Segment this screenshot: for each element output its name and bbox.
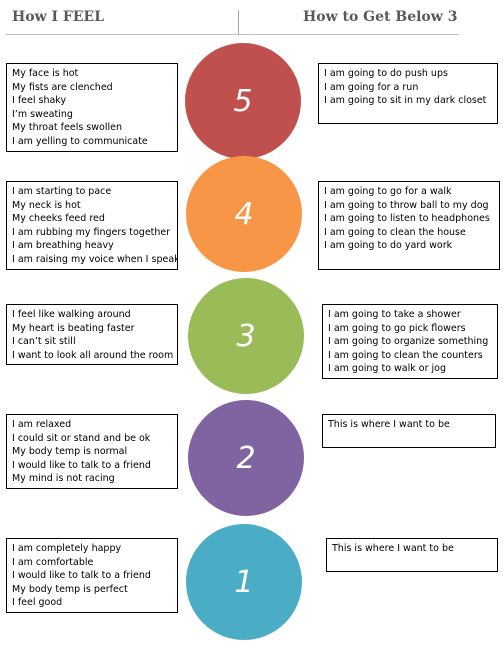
action-line: I am going to do yard work (324, 240, 453, 252)
actions-box-1: This is where I want to be (326, 538, 498, 572)
feeling-line: I am breathing heavy (12, 240, 114, 252)
action-line: I am going to listen to headphones (324, 213, 490, 225)
level-5-circle: 5 (185, 43, 301, 159)
feeling-line: I am rubbing my fingers together (12, 226, 171, 238)
action-line: I am going to go for a walk (324, 186, 452, 197)
action-line: I am going to do push ups (324, 68, 448, 79)
action-line: I am going to go pick flowers (328, 322, 466, 334)
action-line: I am going to sit in my dark closet (324, 95, 487, 107)
action-line: I am going to clean the house (324, 226, 466, 238)
feeling-line: I can’t sit still (12, 336, 76, 348)
feeling-line: I’m sweating (12, 108, 73, 120)
feeling-line: I am completely happy (12, 543, 122, 554)
action-line: This is where I want to be (328, 419, 450, 430)
feeling-line: I am comfortable (12, 556, 94, 568)
level-1-circle: 1 (186, 524, 302, 640)
feeling-line: I would like to talk to a friend (12, 570, 151, 582)
level-4-circle: 4 (186, 156, 302, 272)
actions-box-2: This is where I want to be (322, 414, 496, 448)
feeling-line: My body temp is perfect (12, 583, 128, 595)
feelings-box-1: I am completely happy I am comfortable I… (6, 538, 178, 613)
how-i-feel-heading: How I FEEL (12, 9, 105, 25)
feeling-line: I am starting to pace (12, 186, 112, 197)
feeling-line: My mind is not racing (12, 473, 115, 485)
feelings-box-2: I am relaxed I could sit or stand and be… (6, 414, 178, 489)
feelings-box-4: I am starting to pace My neck is hot My … (6, 181, 178, 270)
actions-box-5: I am going to do push ups I am going for… (318, 63, 498, 124)
feelings-box-3: I feel like walking around My heart is b… (6, 304, 178, 365)
feeling-line: I feel shaky (12, 95, 67, 107)
level-5-number: 5 (233, 83, 253, 119)
header-divider-horizontal (6, 34, 459, 35)
feeling-line: My throat feels swollen (12, 122, 122, 134)
action-line: I am going to organize something (328, 336, 489, 348)
level-3-circle: 3 (188, 278, 304, 394)
feelings-box-5: My face is hot My fists are clenched I f… (6, 63, 178, 152)
feeling-line: My fists are clenched (12, 81, 113, 93)
feeling-line: My face is hot (12, 68, 79, 79)
actions-box-4: I am going to go for a walk I am going t… (318, 181, 500, 270)
how-to-get-below-3-heading: How to Get Below 3 (303, 9, 458, 25)
action-line: I am going to take a shower (328, 309, 461, 320)
feeling-line: I feel like walking around (12, 309, 131, 320)
action-line: I am going for a run (324, 81, 419, 93)
header-divider-vertical (238, 10, 239, 34)
level-3-number: 3 (236, 318, 256, 354)
action-line: I am going to throw ball to my dog (324, 199, 489, 211)
action-line: This is where I want to be (332, 543, 454, 554)
feeling-line: I am relaxed (12, 419, 72, 430)
feeling-line: I am yelling to communicate (12, 135, 148, 147)
level-2-circle: 2 (188, 400, 304, 516)
feeling-line: I feel good (12, 597, 63, 609)
action-line: I am going to clean the counters (328, 349, 483, 361)
level-1-number: 1 (234, 564, 254, 600)
actions-box-3: I am going to take a shower I am going t… (322, 304, 498, 379)
feeling-line: My body temp is normal (12, 446, 128, 458)
feeling-line: My cheeks feed red (12, 213, 105, 225)
level-2-number: 2 (236, 440, 256, 476)
action-line: I am going to walk or jog (328, 363, 446, 375)
feeling-line: I would like to talk to a friend (12, 459, 151, 471)
feeling-line: I could sit or stand and be ok (12, 432, 151, 444)
feeling-line: I want to look all around the room (12, 349, 174, 361)
level-4-number: 4 (234, 196, 254, 232)
feeling-line: I am raising my voice when I speak (12, 253, 178, 265)
feeling-line: My heart is beating faster (12, 322, 135, 334)
feeling-line: My neck is hot (12, 199, 81, 211)
